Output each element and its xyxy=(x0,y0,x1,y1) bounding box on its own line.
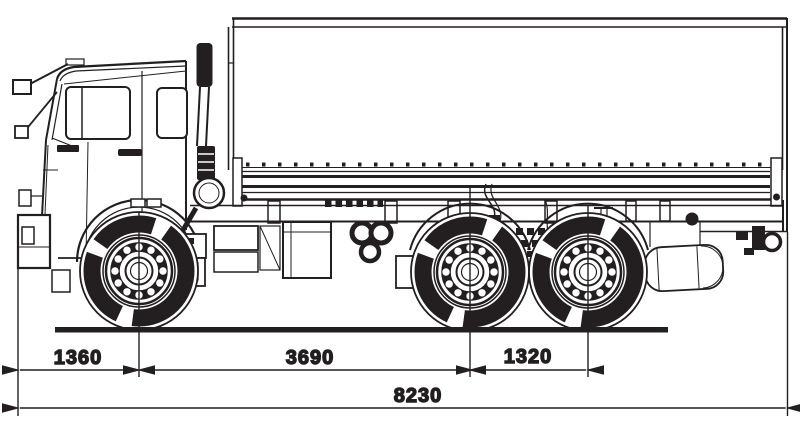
ground-line xyxy=(55,327,668,333)
dimension-wheelbase: 3690 xyxy=(123,346,486,375)
air-tank xyxy=(368,220,394,246)
windshield-edge xyxy=(51,83,63,141)
air-tank xyxy=(358,240,382,264)
air-intake-snorkel xyxy=(196,43,213,87)
rear-mudguard xyxy=(527,202,649,251)
front-tow-pin xyxy=(51,269,71,293)
toolbox xyxy=(282,221,332,279)
door-window xyxy=(65,86,131,140)
dimension-lines: 1360 3690 1320 8230 xyxy=(2,186,800,416)
roof-line xyxy=(55,59,187,80)
dim-label-overall-length: 8230 xyxy=(394,385,443,407)
dimension-front-overhang: 1360 xyxy=(2,346,155,375)
exhaust-stack xyxy=(173,43,226,244)
mirror xyxy=(12,79,32,95)
door-handle xyxy=(118,149,142,156)
dim-label-wheelbase: 3690 xyxy=(286,347,335,369)
a-pillar xyxy=(45,78,58,141)
front-panel xyxy=(41,139,47,217)
tow-hook xyxy=(761,231,783,253)
front-marker-lamp xyxy=(18,189,32,207)
cargo-platform xyxy=(227,17,788,232)
dimension-rear-bogie: 1320 xyxy=(456,345,604,375)
air-dryer xyxy=(685,212,699,226)
rear-side-window xyxy=(156,87,188,139)
fuel-tank xyxy=(643,243,725,293)
mirror-arm xyxy=(29,63,69,85)
dim-label-rear-bogie: 1320 xyxy=(504,346,553,368)
cab-step-box xyxy=(213,225,259,251)
air-cleaner xyxy=(192,176,226,210)
dim-label-front-overhang: 1360 xyxy=(54,347,103,369)
roof-marker-lamp xyxy=(65,58,85,66)
headlight xyxy=(21,226,35,245)
wide-angle-mirror xyxy=(14,125,29,139)
tow-hitch xyxy=(752,226,765,250)
dimension-overall-length: 8230 xyxy=(2,384,800,413)
wiper xyxy=(51,137,73,147)
muffler xyxy=(197,146,215,180)
